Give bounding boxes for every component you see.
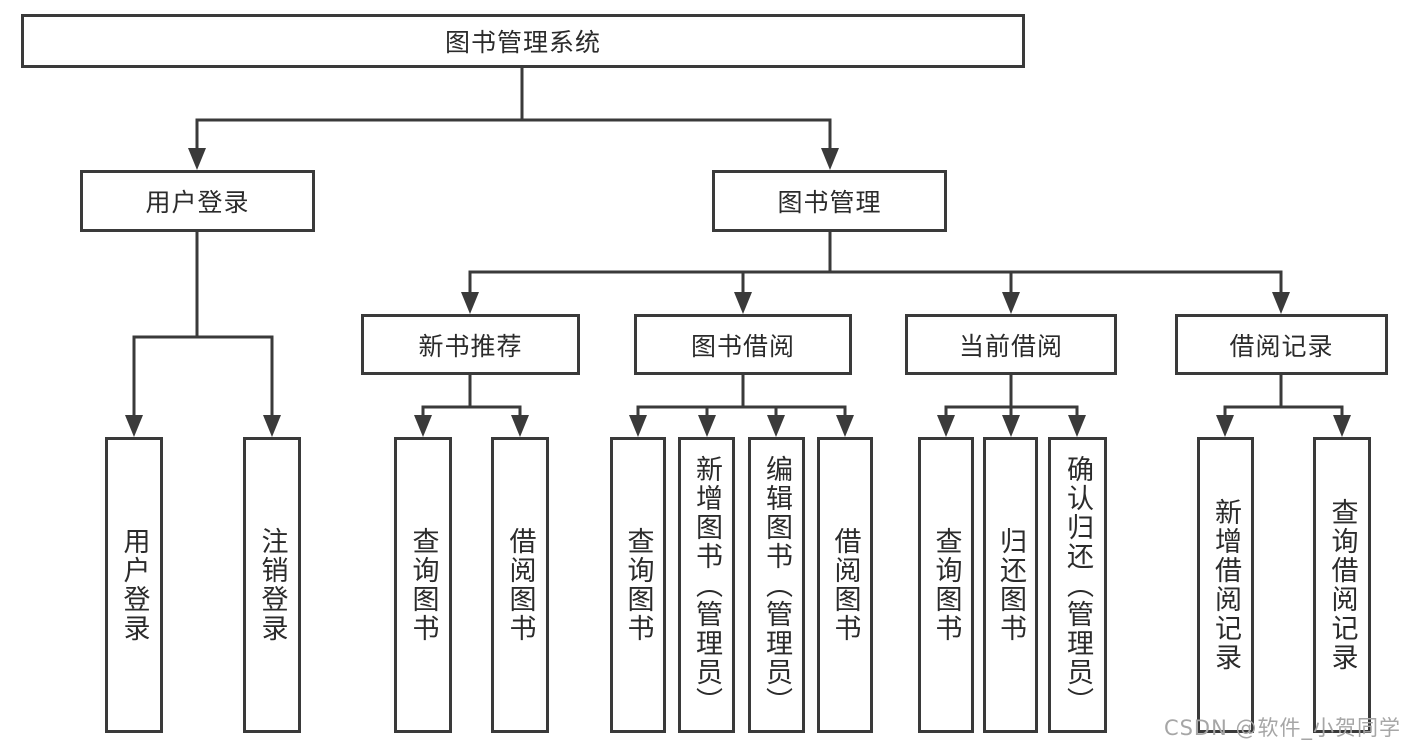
leaf-query-borrow-record-label: 查询借阅记录 [1326, 498, 1358, 672]
leaf-add-borrow-record-label: 新增借阅记录 [1210, 498, 1241, 672]
leaf-add-book-admin: 新增图书（管理员） [678, 437, 735, 733]
node-borrow-records-label: 借阅记录 [1229, 331, 1334, 361]
leaf-borrow-book-1: 借阅图书 [491, 437, 549, 733]
leaf-borrow-book-2: 借阅图书 [817, 437, 873, 733]
leaf-logout: 注销登录 [243, 437, 301, 733]
node-book-borrow-label: 图书借阅 [690, 331, 795, 361]
node-borrow-records: 借阅记录 [1175, 314, 1388, 375]
node-current-borrow-label: 当前借阅 [958, 331, 1063, 361]
leaf-query-book-3-label: 查询图书 [930, 527, 962, 643]
leaf-add-book-admin-label: 新增图书（管理员） [691, 454, 722, 716]
leaf-edit-book-admin-label: 编辑图书（管理员） [761, 454, 792, 716]
leaf-user-login: 用户登录 [105, 437, 163, 733]
leaf-add-borrow-record: 新增借阅记录 [1197, 437, 1254, 733]
leaf-logout-label: 注销登录 [256, 527, 288, 643]
leaf-query-borrow-record: 查询借阅记录 [1313, 437, 1371, 733]
leaf-edit-book-admin: 编辑图书（管理员） [748, 437, 805, 733]
leaf-query-book-1-label: 查询图书 [407, 527, 439, 643]
leaf-return-book-label: 归还图书 [995, 527, 1026, 643]
node-current-borrow: 当前借阅 [905, 314, 1117, 375]
node-user-login-label: 用户登录 [145, 188, 250, 217]
node-book-management-label: 图书管理 [777, 188, 882, 217]
leaf-query-book-3: 查询图书 [918, 437, 974, 733]
watermark: CSDN @软件_小贺同学 [1163, 716, 1401, 740]
leaf-confirm-return-admin: 确认归还（管理员） [1048, 437, 1107, 733]
node-book-management: 图书管理 [712, 170, 947, 232]
leaf-query-book-2-label: 查询图书 [622, 527, 654, 643]
leaf-query-book-2: 查询图书 [610, 437, 666, 733]
leaf-borrow-book-1-label: 借阅图书 [504, 527, 536, 643]
leaf-borrow-book-2-label: 借阅图书 [829, 527, 861, 643]
node-root-label: 图书管理系统 [444, 28, 601, 57]
node-user-login: 用户登录 [80, 170, 315, 232]
node-book-borrow: 图书借阅 [634, 314, 852, 375]
leaf-confirm-return-admin-label: 确认归还（管理员） [1062, 454, 1093, 716]
node-new-book-recommend: 新书推荐 [361, 314, 580, 375]
node-new-book-recommend-label: 新书推荐 [418, 331, 523, 361]
leaf-user-login-label: 用户登录 [118, 527, 150, 643]
leaf-query-book-1: 查询图书 [394, 437, 452, 733]
node-root: 图书管理系统 [21, 14, 1025, 68]
leaf-return-book: 归还图书 [983, 437, 1038, 733]
